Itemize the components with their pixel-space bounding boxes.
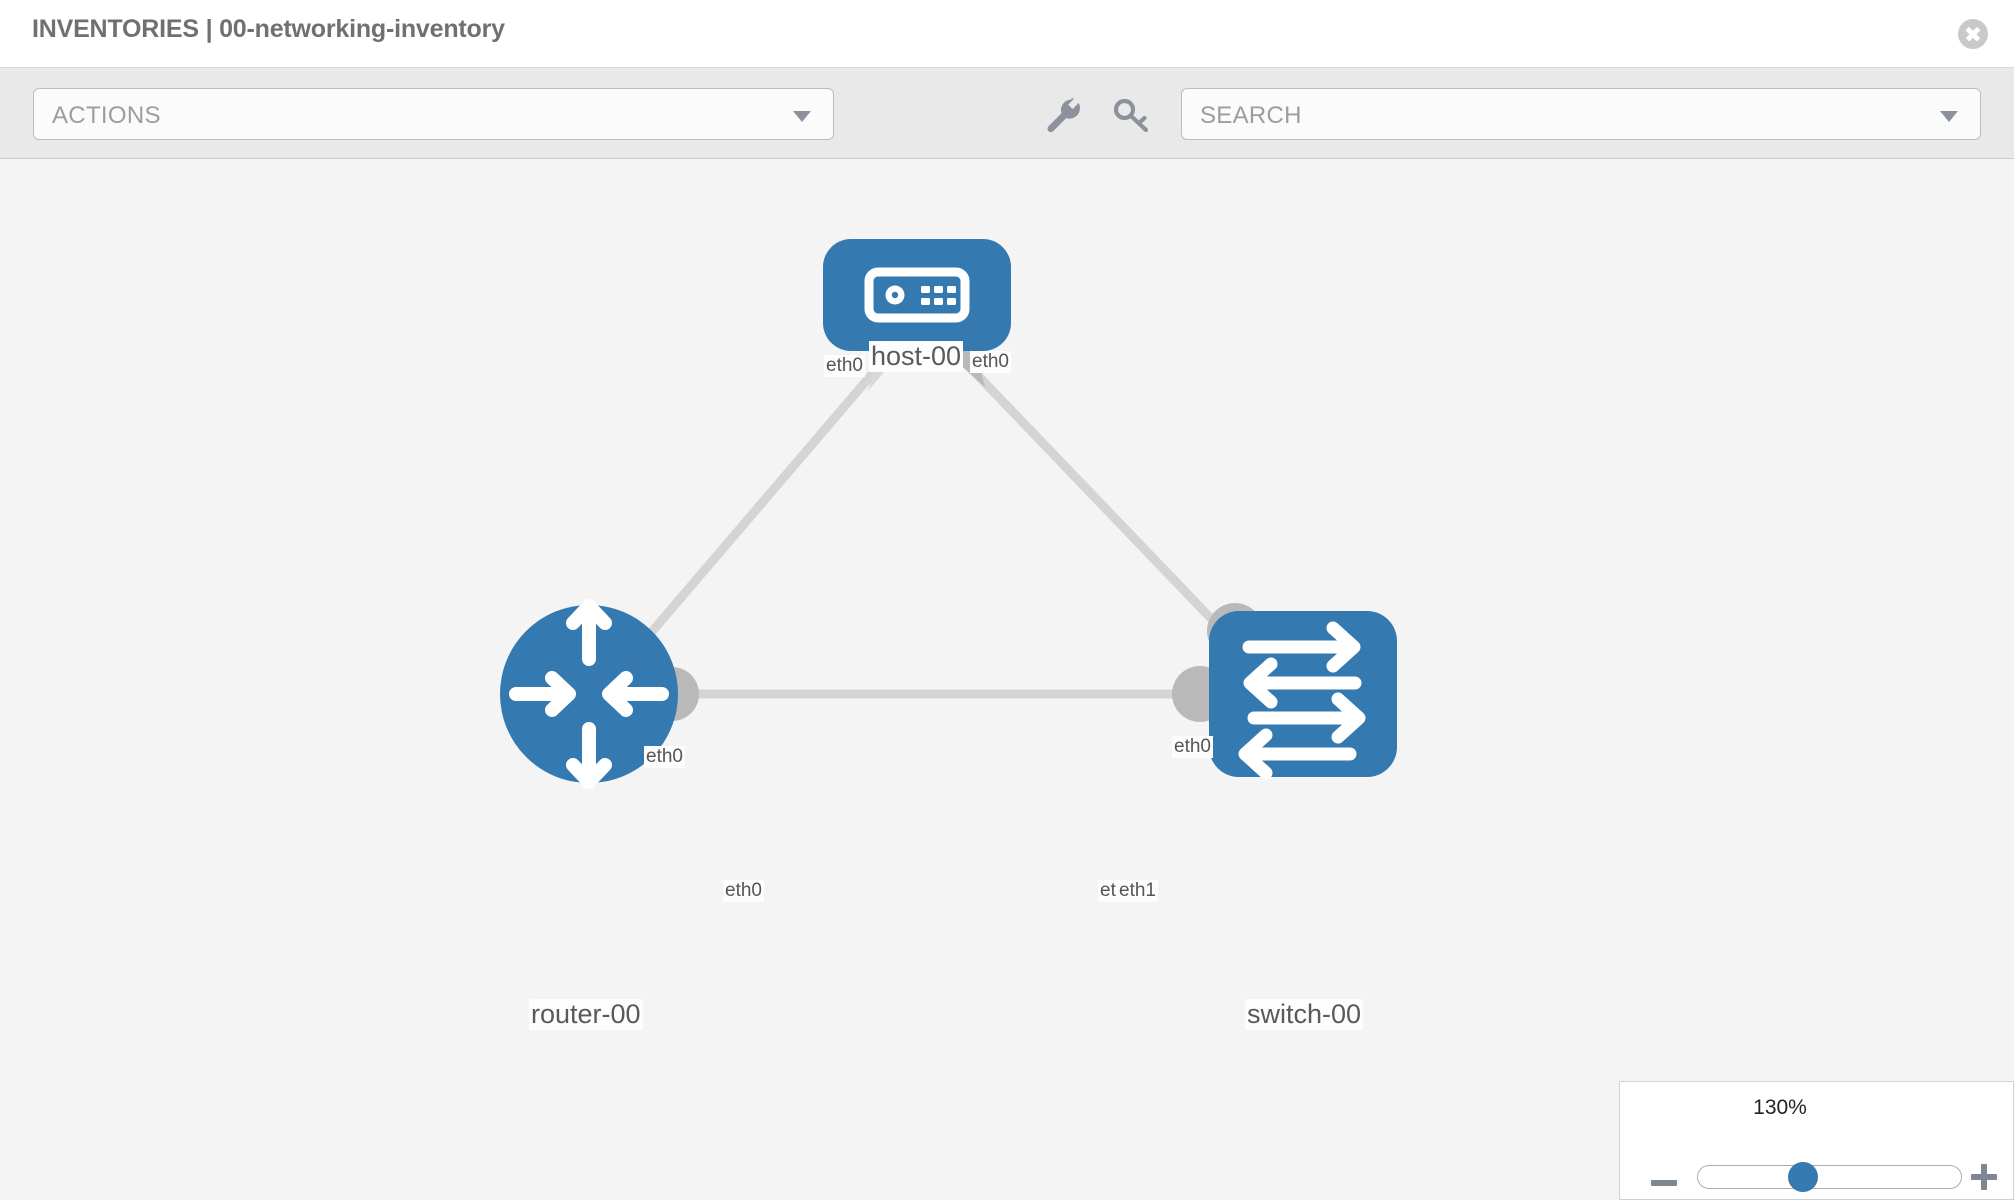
node-label-switch-00: switch-00 <box>1245 999 1364 1031</box>
search-input[interactable]: SEARCH <box>1181 88 1981 140</box>
node-host-00[interactable] <box>823 239 1011 351</box>
edge-host00-switch00[interactable] <box>958 355 1252 661</box>
plus-icon[interactable] <box>1971 1164 1997 1190</box>
edge-host00-router00[interactable] <box>616 356 889 672</box>
iface-label-host00-switch00: eth0 <box>970 351 1011 373</box>
page-title: INVENTORIES | 00-networking-inventory <box>32 15 505 43</box>
node-label-router-00: router-00 <box>529 999 643 1031</box>
toolbar: ACTIONS SEARCH <box>0 68 2014 159</box>
iface-label-switch00-router00: eth1 <box>1117 880 1158 902</box>
zoom-slider[interactable] <box>1697 1165 1962 1189</box>
node-switch-00[interactable] <box>1209 611 1397 780</box>
chevron-down-icon <box>793 111 811 122</box>
iface-label-switch00-host00: eth0 <box>1172 736 1213 758</box>
topology-canvas[interactable]: eth0 host-00 eth0 eth0 eth0 eth0 eth eth… <box>0 159 2014 1200</box>
chevron-down-icon[interactable] <box>1940 111 1958 122</box>
iface-label-router00-host00: eth0 <box>644 746 685 768</box>
actions-dropdown[interactable]: ACTIONS <box>33 88 834 140</box>
server-icon <box>864 267 970 323</box>
zoom-slider-thumb[interactable] <box>1788 1162 1818 1192</box>
iface-label-router00-switch00: eth0 <box>723 880 764 902</box>
wrench-icon[interactable] <box>1042 94 1084 136</box>
swap-arrows-icon <box>1238 621 1366 780</box>
zoom-control-panel: 130% <box>1619 1081 2014 1200</box>
key-icon[interactable] <box>1110 94 1152 136</box>
page-header: INVENTORIES | 00-networking-inventory <box>0 0 2014 68</box>
four-arrows-icon <box>509 599 669 789</box>
iface-label-host00-router00: eth0 <box>824 355 865 377</box>
search-placeholder: SEARCH <box>1200 102 1302 129</box>
zoom-level-value: 130% <box>1753 1096 1807 1119</box>
node-router-00[interactable] <box>500 599 678 789</box>
close-icon[interactable] <box>1958 19 1988 49</box>
actions-dropdown-label: ACTIONS <box>52 102 161 129</box>
minus-icon[interactable] <box>1651 1180 1677 1186</box>
node-label-host-00: host-00 <box>869 341 964 373</box>
topology-edges <box>616 355 1252 699</box>
topology-graph <box>500 239 1397 789</box>
